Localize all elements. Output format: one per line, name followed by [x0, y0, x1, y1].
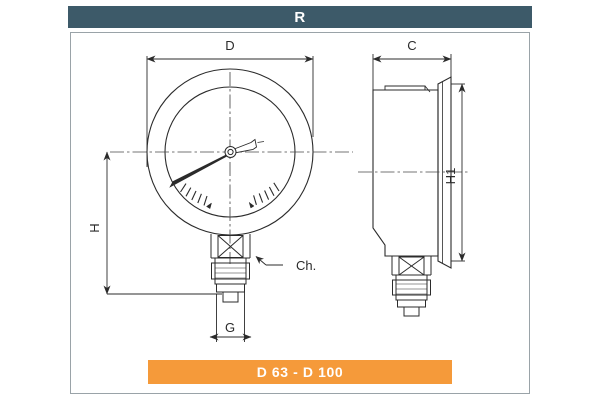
dim-label-D: D: [225, 38, 234, 53]
front-threaded-body: [211, 257, 250, 285]
dim-Ch-leader: [255, 256, 283, 266]
dim-label-G: G: [225, 320, 235, 335]
dim-label-H: H: [87, 223, 102, 232]
page-title: R: [294, 8, 306, 26]
side-view: [358, 54, 468, 317]
dim-label-Ch: Ch.: [296, 258, 316, 273]
side-threaded-body: [392, 274, 431, 301]
dial-marker-right: [248, 201, 255, 209]
side-hex-nut: [391, 256, 432, 276]
side-case-crimp: [384, 85, 426, 90]
side-connection-stem: [397, 299, 426, 317]
front-hex-nut: [210, 234, 251, 259]
dim-G: [209, 292, 252, 342]
dim-label-H1: H1: [443, 168, 458, 185]
technical-drawing: D C G Ch. H H1: [87, 38, 468, 342]
side-case-crimp-edge: [424, 85, 431, 93]
gauge-counterweight: [232, 138, 257, 154]
model-range-label: D 63 - D 100: [256, 364, 344, 380]
dial-marker-left: [206, 202, 212, 209]
counterweight-stub: [257, 141, 265, 143]
dim-H: [103, 151, 222, 295]
gauge-needle: [169, 152, 231, 188]
front-view: [103, 55, 353, 342]
gauge-hub-inner: [227, 148, 234, 156]
footer-bar: D 63 - D 100: [148, 360, 452, 384]
dial-ticks-right: [253, 182, 280, 205]
dial-ticks-left: [180, 183, 208, 206]
dim-label-C: C: [407, 38, 416, 53]
header-bar: R: [68, 6, 532, 28]
front-connection-stem: [216, 283, 245, 303]
side-bezel-ring: [437, 76, 452, 269]
side-case-body: [372, 89, 439, 257]
